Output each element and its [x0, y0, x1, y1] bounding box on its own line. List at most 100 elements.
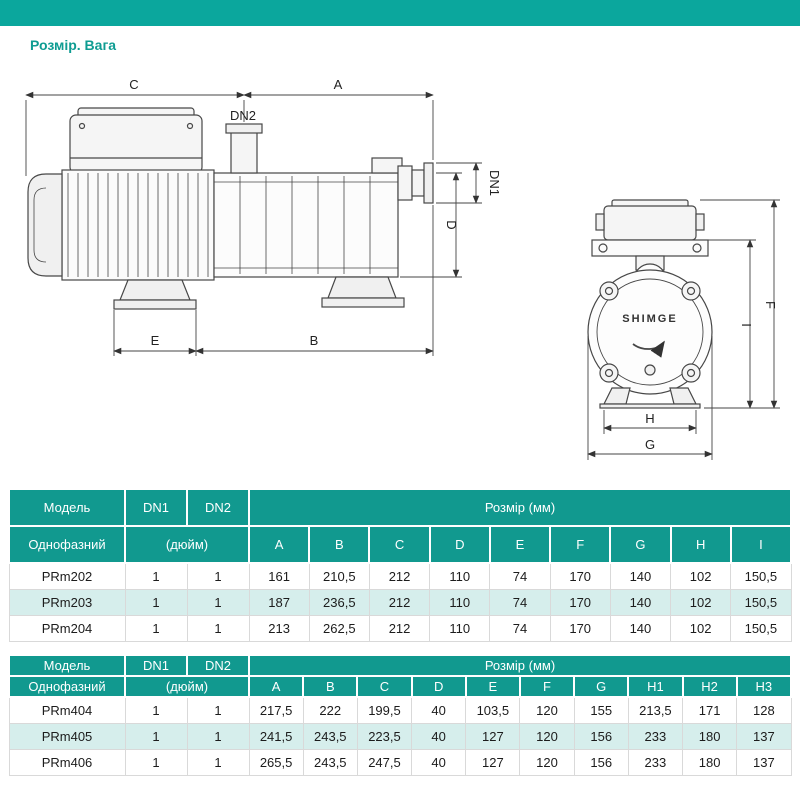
cell-value: 210,5: [308, 562, 370, 590]
dim-label-e: E: [151, 333, 160, 348]
cell-value: 1: [124, 696, 188, 724]
cell-value: 199,5: [356, 696, 413, 724]
cell-model: PRm406: [8, 748, 126, 776]
table-header-row: Модель DN1 DN2 Розмір (мм): [8, 488, 792, 527]
cell-model: PRm202: [8, 562, 126, 590]
page-title: Розмір. Вага: [30, 37, 117, 53]
col-letter: H3: [735, 675, 793, 698]
table-row: PRm406 1 1 265,5 243,5 247,5 40 127 120 …: [8, 748, 792, 776]
cell-value: 110: [429, 562, 491, 590]
col-letter: D: [428, 525, 491, 564]
cell-value: 120: [519, 722, 575, 750]
cell-value: 1: [186, 722, 250, 750]
cell-value: 74: [489, 588, 551, 616]
subheader-phase: Однофазний: [8, 675, 126, 698]
col-header-dn1: DN1: [124, 488, 188, 527]
front-view: [587, 199, 713, 409]
cell-value: 1: [124, 748, 188, 776]
cell-value: 262,5: [308, 614, 370, 642]
cell-value: 1: [186, 696, 250, 724]
cell-value: 140: [609, 614, 672, 642]
dim-label-i: I: [739, 323, 754, 327]
cell-value: 247,5: [356, 748, 413, 776]
col-header-dn2: DN2: [186, 488, 250, 527]
cell-value: 223,5: [356, 722, 413, 750]
cell-value: 1: [124, 722, 188, 750]
cell-value: 217,5: [248, 696, 304, 724]
cell-model: PRm405: [8, 722, 126, 750]
cell-value: 236,5: [308, 588, 370, 616]
cell-model: PRm204: [8, 614, 126, 642]
cell-value: 1: [186, 562, 250, 590]
cell-value: 187: [248, 588, 310, 616]
dim-label-a: A: [334, 77, 343, 92]
cell-value: 170: [549, 562, 611, 590]
cell-value: 171: [681, 696, 738, 724]
cell-value: 137: [736, 722, 792, 750]
cell-value: 1: [186, 614, 250, 642]
cell-value: 212: [368, 562, 431, 590]
col-letter: I: [729, 525, 793, 564]
cell-model: PRm404: [8, 696, 126, 724]
cell-value: 1: [124, 614, 188, 642]
col-letter: H1: [627, 675, 684, 698]
cell-value: 110: [429, 588, 491, 616]
cell-value: 120: [519, 748, 575, 776]
cell-value: 127: [465, 748, 521, 776]
cell-value: 1: [186, 588, 250, 616]
dim-label-f: F: [763, 301, 778, 309]
col-letter: G: [573, 675, 630, 698]
cell-value: 1: [124, 562, 188, 590]
col-letter: B: [308, 525, 371, 564]
col-header-size-group: Розмір (мм): [248, 654, 792, 677]
cell-value: 241,5: [248, 722, 304, 750]
col-letter: A: [247, 675, 305, 698]
side-view: [27, 107, 434, 310]
table-row: PRm202 1 1 161 210,5 212 110 74 170 140 …: [8, 562, 792, 590]
cell-value: 103,5: [465, 696, 521, 724]
dim-label-h: H: [645, 411, 654, 426]
cell-value: 137: [736, 748, 792, 776]
cell-value: 150,5: [730, 614, 792, 642]
col-letter: B: [302, 675, 359, 698]
size-table-prm400: Модель DN1 DN2 Розмір (мм) Однофазний (д…: [8, 654, 793, 776]
technical-drawing-area: C A DN2 DN1 D E B: [0, 70, 800, 485]
cell-value: 74: [489, 562, 551, 590]
cell-value: 1: [186, 748, 250, 776]
col-letter: H2: [681, 675, 738, 698]
cell-value: 150,5: [730, 562, 792, 590]
cell-value: 222: [302, 696, 358, 724]
cell-value: 233: [627, 748, 684, 776]
cell-value: 128: [736, 696, 792, 724]
cell-value: 213,5: [627, 696, 684, 724]
cell-value: 40: [411, 722, 467, 750]
col-header-size-group: Розмір (мм): [248, 488, 792, 527]
top-accent-bar: [0, 0, 800, 26]
cell-value: 74: [489, 614, 551, 642]
front-view-dimensions: [587, 199, 780, 460]
cell-value: 212: [368, 614, 431, 642]
col-letter: G: [609, 525, 672, 564]
col-letter: H: [669, 525, 732, 564]
size-table-prm200: Модель DN1 DN2 Розмір (мм) Однофазний (д…: [8, 488, 793, 642]
col-letter: C: [356, 675, 413, 698]
pump-technical-drawing: C A DN2 DN1 D E B: [25, 77, 780, 460]
cell-value: 140: [609, 588, 672, 616]
cell-value: 102: [670, 588, 732, 616]
cell-value: 127: [465, 722, 521, 750]
cell-value: 120: [519, 696, 575, 724]
subheader-phase: Однофазний: [8, 525, 126, 564]
col-header-dn2: DN2: [186, 654, 250, 677]
cell-value: 102: [670, 614, 732, 642]
dim-label-b: B: [310, 333, 319, 348]
cell-value: 180: [681, 722, 738, 750]
dim-label-dn1: DN1: [487, 170, 502, 196]
table-subheader-row: Однофазний (дюйм) A B C D E F G H1 H2 H3: [8, 675, 793, 698]
brand-text: SHIMGE: [622, 313, 677, 325]
table-row: PRm404 1 1 217,5 222 199,5 40 103,5 120 …: [8, 696, 792, 724]
table-row: PRm203 1 1 187 236,5 212 110 74 170 140 …: [8, 588, 792, 616]
col-letter: C: [368, 525, 431, 564]
cell-value: 140: [609, 562, 672, 590]
cell-model: PRm203: [8, 588, 126, 616]
